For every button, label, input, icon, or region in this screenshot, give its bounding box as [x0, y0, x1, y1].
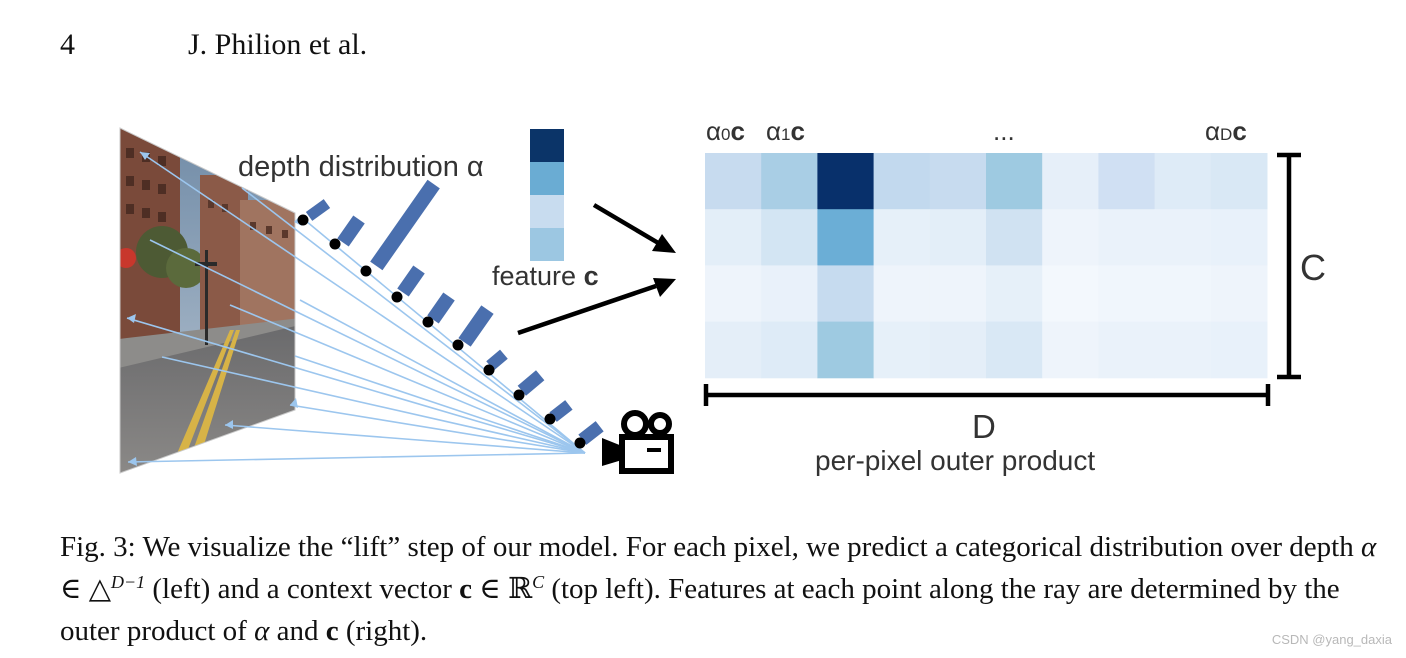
grid-cell [1042, 321, 1099, 379]
grid-cell [817, 321, 875, 379]
grid-cell [1098, 265, 1156, 323]
grid-cell [986, 265, 1043, 323]
feature-symbol: c [584, 261, 599, 291]
depth-distribution-label: depth distribution α [238, 151, 484, 183]
watermark: CSDN @yang_daxia [1271, 632, 1392, 647]
alpha-labels: α0c α1c ... αDc [706, 116, 1247, 146]
d-axis-bracket [703, 384, 1271, 406]
grid-cell [986, 209, 1043, 266]
svg-text:α0c: α0c [706, 116, 745, 146]
feature-vector [530, 129, 564, 261]
grid-cell [929, 321, 987, 379]
camera-icon [602, 410, 674, 474]
grid-cell [929, 265, 987, 323]
caption-alpha: α [1360, 531, 1377, 563]
grid-cell [1154, 209, 1212, 266]
grid-cell [1098, 209, 1156, 266]
page-number: 4 [60, 28, 75, 61]
grid-cell [986, 153, 1043, 210]
grid-cell [1154, 265, 1212, 323]
grid-cell [761, 265, 818, 323]
c-axis-label: C [1300, 247, 1326, 288]
grid-cell [1098, 153, 1156, 210]
grid-cell [1042, 209, 1099, 266]
grid-cell [873, 265, 931, 323]
grid-cell [1210, 209, 1268, 266]
running-head-authors: J. Philion et al. [188, 28, 368, 61]
grid-cell [1042, 265, 1099, 323]
ray-points [297, 214, 586, 449]
grid-cell [761, 209, 818, 266]
grid-cell [1210, 265, 1268, 323]
grid-cell [761, 321, 818, 379]
feature-label-text: feature [492, 261, 584, 291]
grid-cell [817, 153, 875, 210]
caption-label: Fig. 3: [60, 531, 136, 563]
depth-distribution-bars [305, 179, 604, 445]
grid-cell [1098, 321, 1156, 379]
grid-cell [705, 209, 762, 266]
grid-cell [817, 265, 875, 323]
caption-text-4: (right). [338, 615, 428, 647]
grid-cell [873, 209, 931, 266]
grid-cell [705, 153, 762, 210]
grid-cell [929, 153, 987, 210]
grid-cell [873, 321, 931, 379]
grid-cell [705, 265, 762, 323]
caption-text-2: (left) and a context vector [145, 573, 460, 605]
outer-product-label: per-pixel outer product [815, 445, 1095, 476]
lift-step-figure: depth distribution α feature c α0c α1c .… [119, 116, 1326, 476]
feature-label: feature c [492, 261, 599, 291]
figure-caption: Fig. 3: We visualize the “lift” step of … [60, 531, 1377, 647]
grid-cell [1154, 321, 1212, 379]
caption-text-1: We visualize the “lift” step of our mode… [135, 531, 1361, 563]
c-axis-bracket [1277, 152, 1301, 380]
grid-cell [1210, 153, 1268, 210]
caption-text-3: (top left). Features at each point along… [60, 573, 1340, 647]
svg-text:α1c: α1c [766, 116, 805, 146]
grid-cell [986, 321, 1043, 379]
grid-cell [761, 153, 818, 210]
grid-cell [1042, 153, 1099, 210]
grid-cell [873, 153, 931, 210]
outer-product-grid [705, 153, 1268, 379]
arrows [517, 203, 676, 336]
ellipsis: ... [993, 116, 1015, 146]
grid-cell [817, 209, 875, 266]
rays [126, 151, 586, 463]
svg-text:αDc: αDc [1205, 116, 1247, 146]
grid-cell [705, 321, 762, 379]
d-axis-label: D [972, 408, 996, 445]
grid-cell [1210, 321, 1268, 379]
camera-image [120, 128, 295, 473]
grid-cell [1154, 153, 1212, 210]
grid-cell [929, 209, 987, 266]
